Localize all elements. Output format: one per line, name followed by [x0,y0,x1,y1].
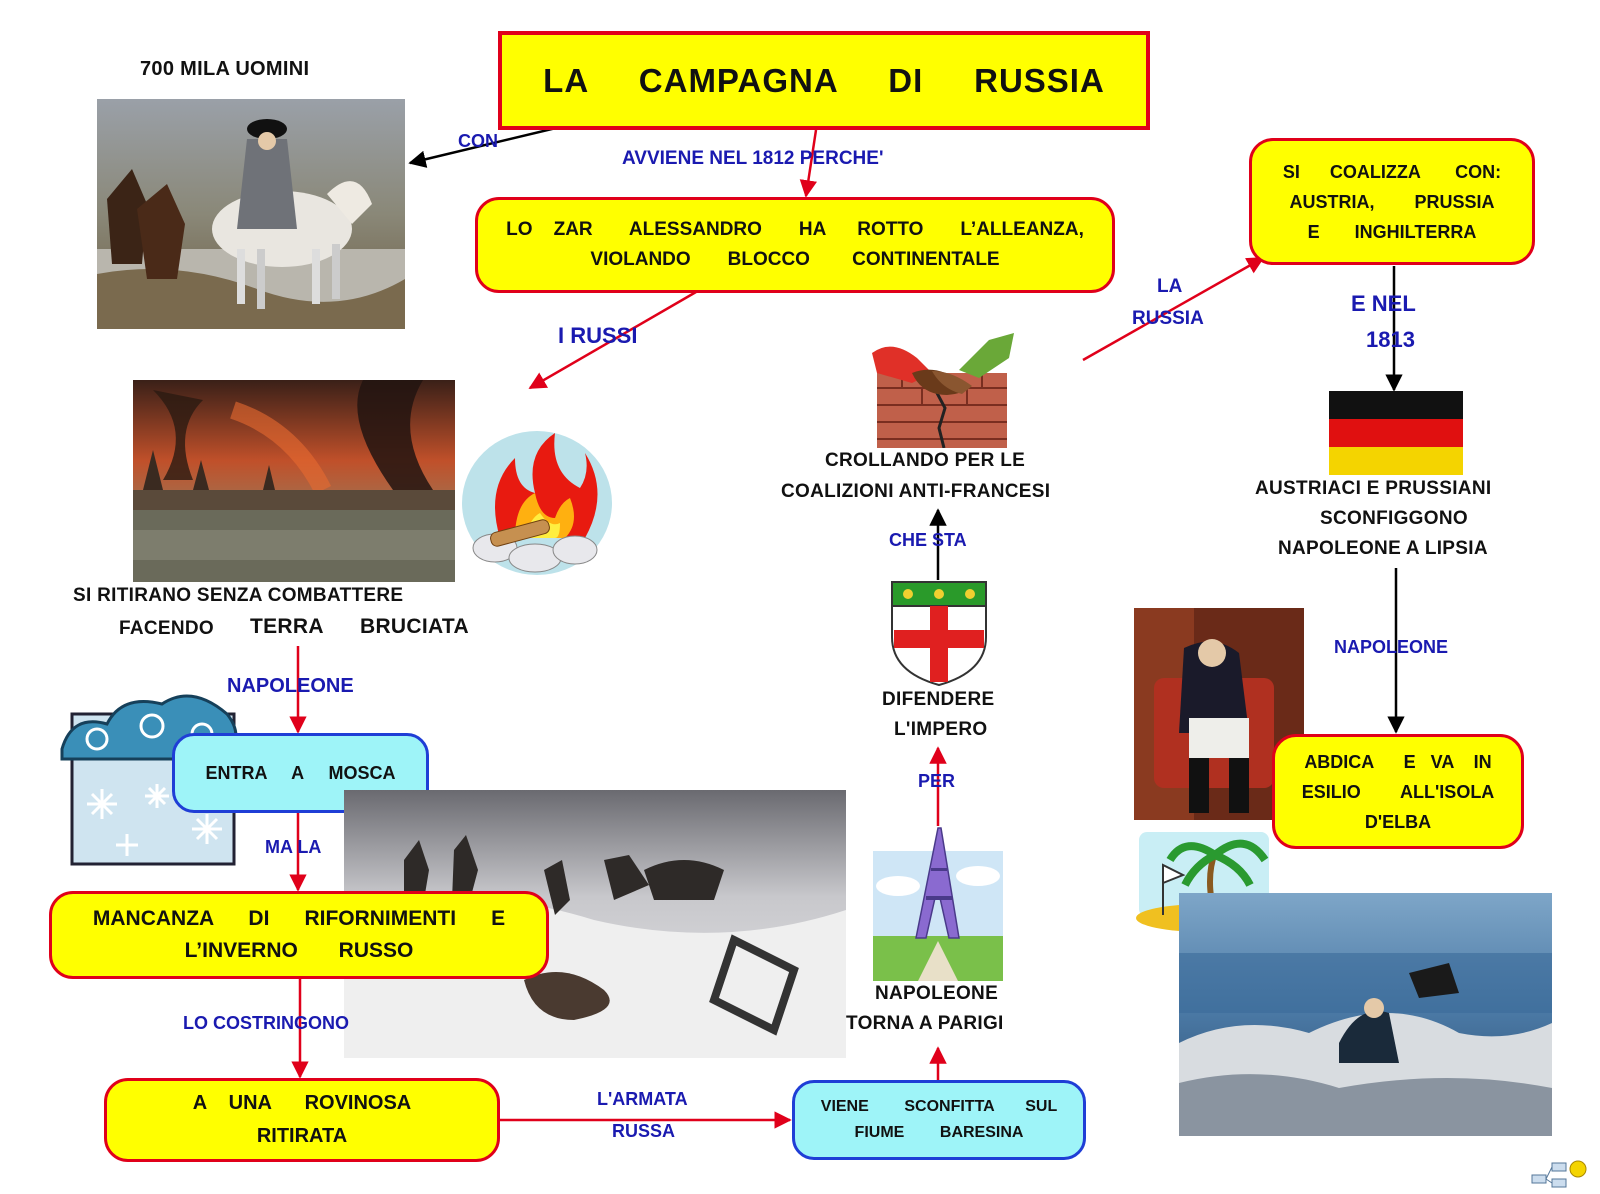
napoleone-label-1: NAPOLEONE [227,675,354,697]
army-size-label: 700 MILA UOMINI [140,58,310,80]
la-russia-label-2: RUSSIA [1132,308,1204,329]
per-label: PER [918,771,956,791]
bruciata-text: BRUCIATA [360,615,469,638]
mosca-line: ENTRA A MOSCA [205,762,396,783]
coalizza-line-1: SI COALIZZA CON: [1282,161,1502,182]
ritirata-line-1: A UNA ROVINOSA [192,1092,412,1114]
terra-text: TERRA [250,615,324,638]
i-russi-label: I RUSSI [558,323,638,348]
mancanza-line-1: MANCANZA DI RIFORNIMENTI E [92,907,506,930]
eiffel-tower-icon [868,826,1008,981]
che-sta-label: CHE STA [889,530,967,550]
crollando-line-1: CROLLANDO PER LE [825,450,1026,471]
napoleon-horse-painting [97,99,405,329]
german-flag-icon [1329,391,1463,475]
napoleone-label-2: NAPOLEONE [1334,637,1449,657]
zar-box: LO ZAR ALESSANDRO HA ROTTO L’ALLEANZA, V… [475,197,1115,293]
ritirano-text: SI RITIRANO SENZA COMBATTERE [73,585,404,606]
coalizza-box: SI COALIZZA CON: AUSTRIA, PRUSSIA E INGH… [1249,138,1535,265]
sconfitta-line-1: VIENE SCONFITTA SUL [820,1098,1058,1115]
facendo-text: FACENDO [119,618,214,639]
arrow-title-to-zar [799,129,818,198]
torna-line-2: TORNA A PARIGI [846,1013,1004,1034]
ritirata-line-2: RITIRATA [256,1125,348,1147]
mancanza-line-2: L’INVERNO RUSSO [184,939,414,962]
coalizza-line-3: E INGHILTERRA [1307,221,1477,242]
logo-icon [1530,1155,1590,1189]
crollando-line-2: COALIZIONI ANTI-FRANCESI [781,481,1051,502]
abdica-line-1: ABDICA E VA IN [1304,751,1492,772]
avviene-label: AVVIENE NEL 1812 PERCHE' [622,148,884,169]
abdica-box: ABDICA E VA IN ESILIO ALL'ISOLA D'ELBA [1272,734,1524,849]
page-title: LA CAMPAGNA DI RUSSIA [543,61,1105,99]
con-label: CON [458,131,498,151]
title-box: LA CAMPAGNA DI RUSSIA [498,31,1150,130]
moscow-fire-painting [133,380,455,582]
ma-la-label: MA LA [265,837,322,857]
abdica-line-2: ESILIO ALL'ISOLA [1301,781,1495,802]
sconfitta-box: VIENE SCONFITTA SUL FIUME BARESINA [792,1080,1086,1160]
la-russia-label-1: LA [1157,276,1183,297]
arrow-to-coalizza [1082,256,1265,362]
austriaci-line-3: NAPOLEONE A LIPSIA [1278,538,1488,559]
year-1813-label: 1813 [1366,327,1415,352]
ritirata-box: A UNA ROVINOSA RITIRATA [104,1078,500,1162]
armata-label-1: L'ARMATA [597,1089,688,1109]
zar-line-2: VIOLANDO BLOCCO CONTINENTALE [590,249,1000,270]
coalizza-line-2: AUSTRIA, PRUSSIA [1289,191,1495,212]
napoleon-rock-painting [1179,893,1552,1136]
handshake-wall-icon [872,333,1014,448]
coat-of-arms-icon [890,580,988,686]
austriaci-line-1: AUSTRIACI E PRUSSIANI [1255,478,1492,499]
sconfitta-line-2: FIUME BARESINA [854,1124,1024,1141]
zar-line-1: LO ZAR ALESSANDRO HA ROTTO L’ALLEANZA, [506,219,1084,240]
torna-line-1: NAPOLEONE [875,983,999,1004]
mancanza-box: MANCANZA DI RIFORNIMENTI E L’INVERNO RUS… [49,891,549,979]
armata-label-2: RUSSA [612,1121,676,1141]
austriaci-line-2: SCONFIGGONO [1320,508,1468,529]
difendere-line-2: L'IMPERO [894,719,988,740]
costringono-label: LO COSTRINGONO [183,1013,349,1033]
abdica-line-3: D'ELBA [1364,811,1432,832]
arrow-title-to-army [408,126,557,168]
campfire-icon [455,428,615,578]
e-nel-label: E NEL [1351,291,1416,316]
difendere-line-1: DIFENDERE [882,689,995,710]
arrow-zar-to-fire [528,290,697,390]
